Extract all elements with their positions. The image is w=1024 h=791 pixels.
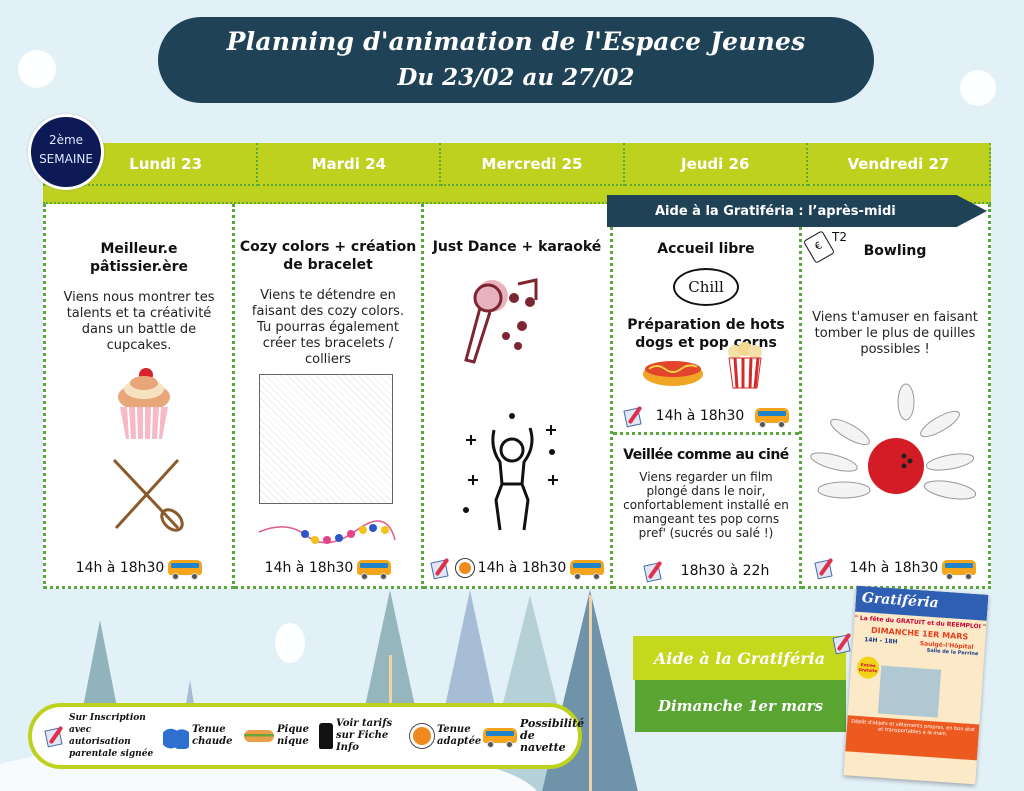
mittens-icon <box>163 723 189 749</box>
flower-bracelet-icon <box>257 516 397 546</box>
gratiferia-poster: Gratiféria " La fête du GRATUIT et du RE… <box>843 585 989 785</box>
day-column-thursday: Accueil libre Chill Préparation de hots … <box>613 204 802 589</box>
price-tag-label: T2 <box>832 230 847 244</box>
activity-time-row: 18h30 à 22h <box>613 560 799 583</box>
snowball-decoration <box>18 50 56 88</box>
week-badge-line1: 2ème <box>48 133 84 147</box>
legend-text: Pique nique <box>277 724 309 747</box>
day-header-wednesday: Mercredi 25 <box>441 143 625 186</box>
day-column-tuesday: Cozy colors + création de bracelet Viens… <box>235 204 424 589</box>
activity-time: 18h30 à 22h <box>680 563 770 579</box>
gratiferia-label-box: Aide à la Gratiféria <box>633 632 852 680</box>
cupcake-icon <box>112 367 176 447</box>
activity-time-row: 14h à 18h30 <box>424 556 610 580</box>
rolling-pin-whisk-icon <box>106 454 186 534</box>
gratiferia-label: Aide à la Gratiféria <box>653 648 826 668</box>
day-header-tuesday: Mardi 24 <box>258 143 442 186</box>
activity-description: Viens t'amuser en faisant tomber le plus… <box>812 310 978 357</box>
sport-outfit-icon <box>455 559 474 577</box>
chill-label: Chill <box>688 278 724 296</box>
day-column-wednesday: Just Dance + karaoké 14h à 18h30 <box>424 204 613 589</box>
activity-time: 14h à 18h30 <box>75 560 165 576</box>
day-column-friday: € T2 Bowling Viens t'amuser en faisant t… <box>802 204 991 589</box>
shuttle-bus-icon <box>357 556 392 580</box>
legend-item-sport-outfit: Tenue adaptée <box>410 724 482 748</box>
legend: Sur Inscription avec autorisation parent… <box>28 703 585 769</box>
legend-item-registration: Sur Inscription avec autorisation parent… <box>44 712 155 760</box>
gratiferia-date-box: Dimanche 1er mars <box>635 680 846 732</box>
sport-outfit-icon <box>410 724 434 748</box>
week-badge-line2: SEMAINE <box>39 152 93 166</box>
hotdog-icon <box>641 354 705 388</box>
shuttle-bus-icon <box>942 556 977 580</box>
shuttle-bus-icon <box>754 404 789 428</box>
activity-description: Viens te détendre en faisant des cozy co… <box>251 288 405 367</box>
poster-entry-badge: Entrée Gratuite <box>856 655 880 680</box>
shuttle-bus-icon <box>570 556 605 580</box>
activity-block-afternoon: Accueil libre Chill Préparation de hots … <box>613 204 799 435</box>
registration-icon <box>814 557 836 580</box>
activity-title: Accueil libre <box>657 241 755 257</box>
activity-time-row: 14h à 18h30 <box>802 556 988 580</box>
poster-footer: Dépôt d'objets et vêtements propres, en … <box>845 715 980 761</box>
price-tag-icon <box>319 723 333 749</box>
activity-description: Viens regarder un film plongé dans le no… <box>623 470 789 540</box>
registration-icon <box>643 560 665 583</box>
activity-time-row: 14h à 18h30 <box>613 404 799 428</box>
title-banner: Planning d'animation de l'Espace Jeunes … <box>158 17 874 103</box>
activity-block-evening: Veillée comme au ciné Viens regarder un … <box>613 438 799 586</box>
legend-item-shuttle: Possibilité de navette <box>483 717 585 754</box>
registration-icon <box>832 632 854 655</box>
activity-title: Meilleur.e pâtissier.ère <box>89 241 189 275</box>
poster-illustration <box>877 665 942 718</box>
page-subtitle: Du 23/02 au 27/02 <box>397 64 635 91</box>
tree-trunk <box>589 595 592 791</box>
week-badge: 2ème SEMAINE <box>28 114 104 190</box>
activity-time: 14h à 18h30 <box>477 560 567 576</box>
legend-text: Tenue chaude <box>192 724 233 747</box>
day-header-friday: Vendredi 27 <box>807 143 992 186</box>
legend-text: Voir tarifs sur Fiche Info <box>336 718 393 753</box>
registration-icon <box>430 557 452 580</box>
legend-item-picnic: Pique nique <box>244 724 311 748</box>
legend-text: Tenue adaptée <box>437 724 482 747</box>
registration-icon <box>623 405 645 428</box>
banner-text: Aide à la Gratiféria : l’après-midi <box>655 203 896 219</box>
activity-title: Bowling <box>863 243 927 259</box>
shuttle-bus-icon <box>168 556 203 580</box>
schedule-grid: Meilleur.e pâtissier.ère Viens nous mont… <box>43 204 991 589</box>
activity-title: Cozy colors + création de bracelet <box>239 239 417 273</box>
activity-time: 14h à 18h30 <box>264 560 354 576</box>
dancer-icon <box>456 400 576 535</box>
activity-title: Just Dance + karaoké <box>432 239 602 255</box>
activity-subtitle: Préparation de hots dogs et pop corns <box>627 317 785 351</box>
page-title: Planning d'animation de l'Espace Jeunes <box>226 27 806 56</box>
gratiferia-date: Dimanche 1er mars <box>657 697 824 715</box>
activity-time: 14h à 18h30 <box>655 408 745 424</box>
day-column-monday: Meilleur.e pâtissier.ère Viens nous mont… <box>43 204 235 589</box>
chill-bubble-icon: Chill <box>673 268 739 306</box>
day-header-thursday: Jeudi 26 <box>624 143 808 186</box>
activity-time: 14h à 18h30 <box>849 560 939 576</box>
microphone-icon <box>460 274 560 374</box>
shuttle-bus-icon <box>483 724 517 748</box>
legend-text: Sur Inscription avec autorisation parent… <box>69 713 154 759</box>
activity-time-row: 14h à 18h30 <box>235 556 421 580</box>
bowling-icon <box>810 382 980 507</box>
day-header-row: Lundi 23 Mardi 24 Mercredi 25 Jeudi 26 V… <box>43 143 992 186</box>
activity-title: Veillée comme au ciné <box>623 447 789 463</box>
sandwich-icon <box>244 730 274 742</box>
activity-description: Viens nous montrer tes talents et ta cré… <box>63 290 215 353</box>
coloring-page-image <box>259 374 393 504</box>
snowball-decoration <box>960 70 996 106</box>
popcorn-icon <box>725 342 765 390</box>
legend-text: Possibilité de navette <box>520 717 585 754</box>
registration-icon <box>44 725 66 748</box>
legend-item-prices: Voir tarifs sur Fiche Info <box>319 718 402 754</box>
legend-item-warm-clothes: Tenue chaude <box>163 723 236 749</box>
activity-time-row: 14h à 18h30 <box>46 556 232 580</box>
gratiferia-afternoon-banner: Aide à la Gratiféria : l’après-midi <box>607 195 987 227</box>
snowball-decoration <box>275 623 305 663</box>
